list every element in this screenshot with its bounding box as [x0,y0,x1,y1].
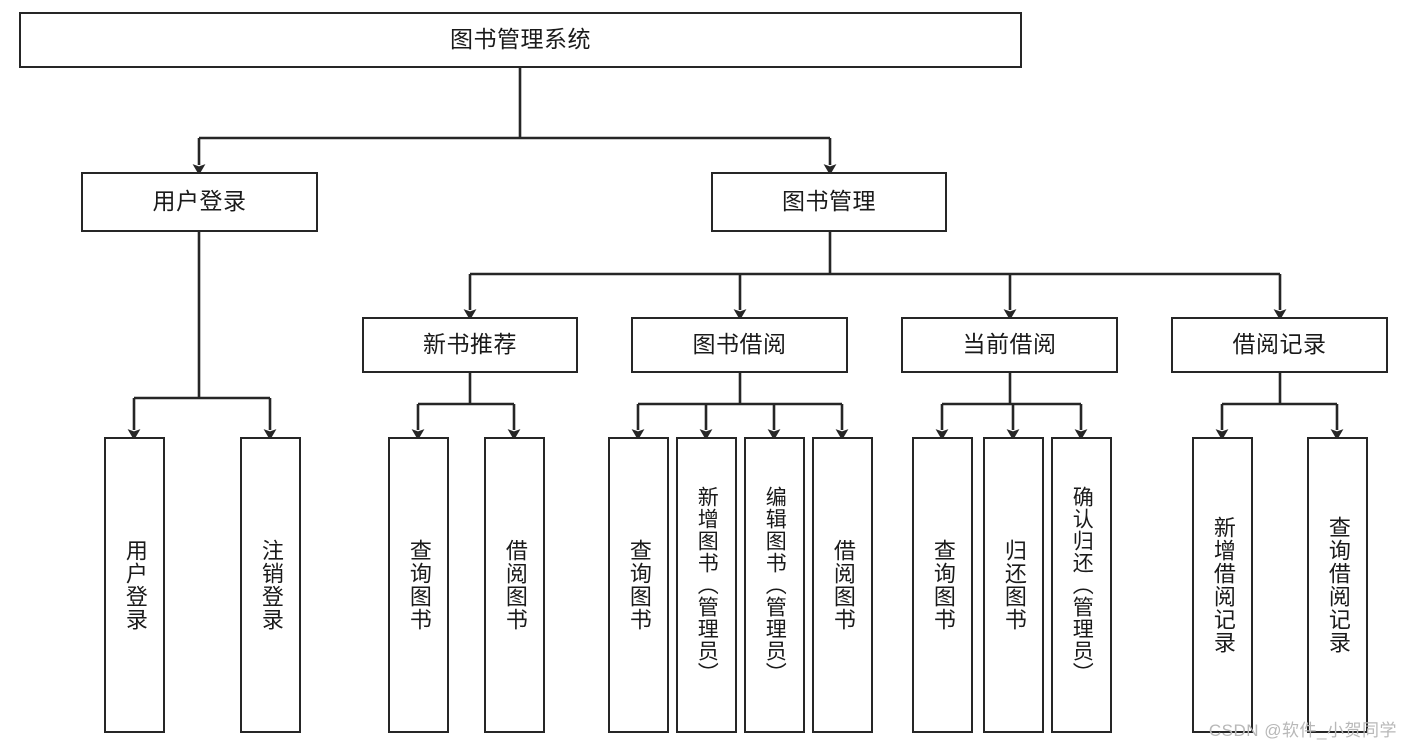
node-book-management[interactable]: 图书管理 [711,172,947,232]
node-label: 当前借阅 [962,331,1057,358]
leaf-confirm-return-admin[interactable]: 确认归还（管理员） [1051,437,1112,733]
leaf-return-book[interactable]: 归还图书 [983,437,1044,733]
node-label: 查询借阅记录 [1325,516,1351,654]
node-label: 新增借阅记录 [1210,516,1236,654]
node-label: 借阅图书 [830,539,856,631]
csdn-watermark: CSDN @软件_小贺同学 [1208,721,1397,740]
node-current-borrow[interactable]: 当前借阅 [901,317,1118,373]
node-label: 确认归还（管理员） [1070,486,1094,684]
node-label: 图书管理系统 [450,26,591,53]
node-label: 注销登录 [258,539,284,631]
node-label: 新书推荐 [423,331,517,358]
node-root-book-management-system[interactable]: 图书管理系统 [19,12,1022,68]
node-book-borrow[interactable]: 图书借阅 [631,317,848,373]
leaf-query-borrow-record[interactable]: 查询借阅记录 [1307,437,1368,733]
leaf-query-book-current[interactable]: 查询图书 [912,437,973,733]
leaf-add-borrow-record[interactable]: 新增借阅记录 [1192,437,1253,733]
leaf-query-book-borrow[interactable]: 查询图书 [608,437,669,733]
node-label: 查询图书 [626,539,652,631]
node-label: 查询图书 [406,539,432,631]
node-label: 用户登录 [122,539,148,631]
node-label: 新增图书（管理员） [695,486,719,684]
leaf-borrow-book-recommend[interactable]: 借阅图书 [484,437,545,733]
node-label: 用户登录 [152,188,247,215]
leaf-user-login[interactable]: 用户登录 [104,437,165,733]
node-label: 编辑图书（管理员） [763,486,787,684]
leaf-query-book-recommend[interactable]: 查询图书 [388,437,449,733]
node-borrow-record[interactable]: 借阅记录 [1171,317,1388,373]
leaf-add-book-admin[interactable]: 新增图书（管理员） [676,437,737,733]
leaf-borrow-book[interactable]: 借阅图书 [812,437,873,733]
node-label: 图书借阅 [692,331,787,358]
node-label: 图书管理 [782,188,876,215]
node-label: 归还图书 [1001,539,1027,631]
leaf-edit-book-admin[interactable]: 编辑图书（管理员） [744,437,805,733]
node-label: 查询图书 [930,539,956,631]
node-new-book-recommend[interactable]: 新书推荐 [362,317,578,373]
node-label: 借阅图书 [502,539,528,631]
leaf-logout[interactable]: 注销登录 [240,437,301,733]
node-user-login[interactable]: 用户登录 [81,172,318,232]
node-label: 借阅记录 [1232,331,1327,358]
